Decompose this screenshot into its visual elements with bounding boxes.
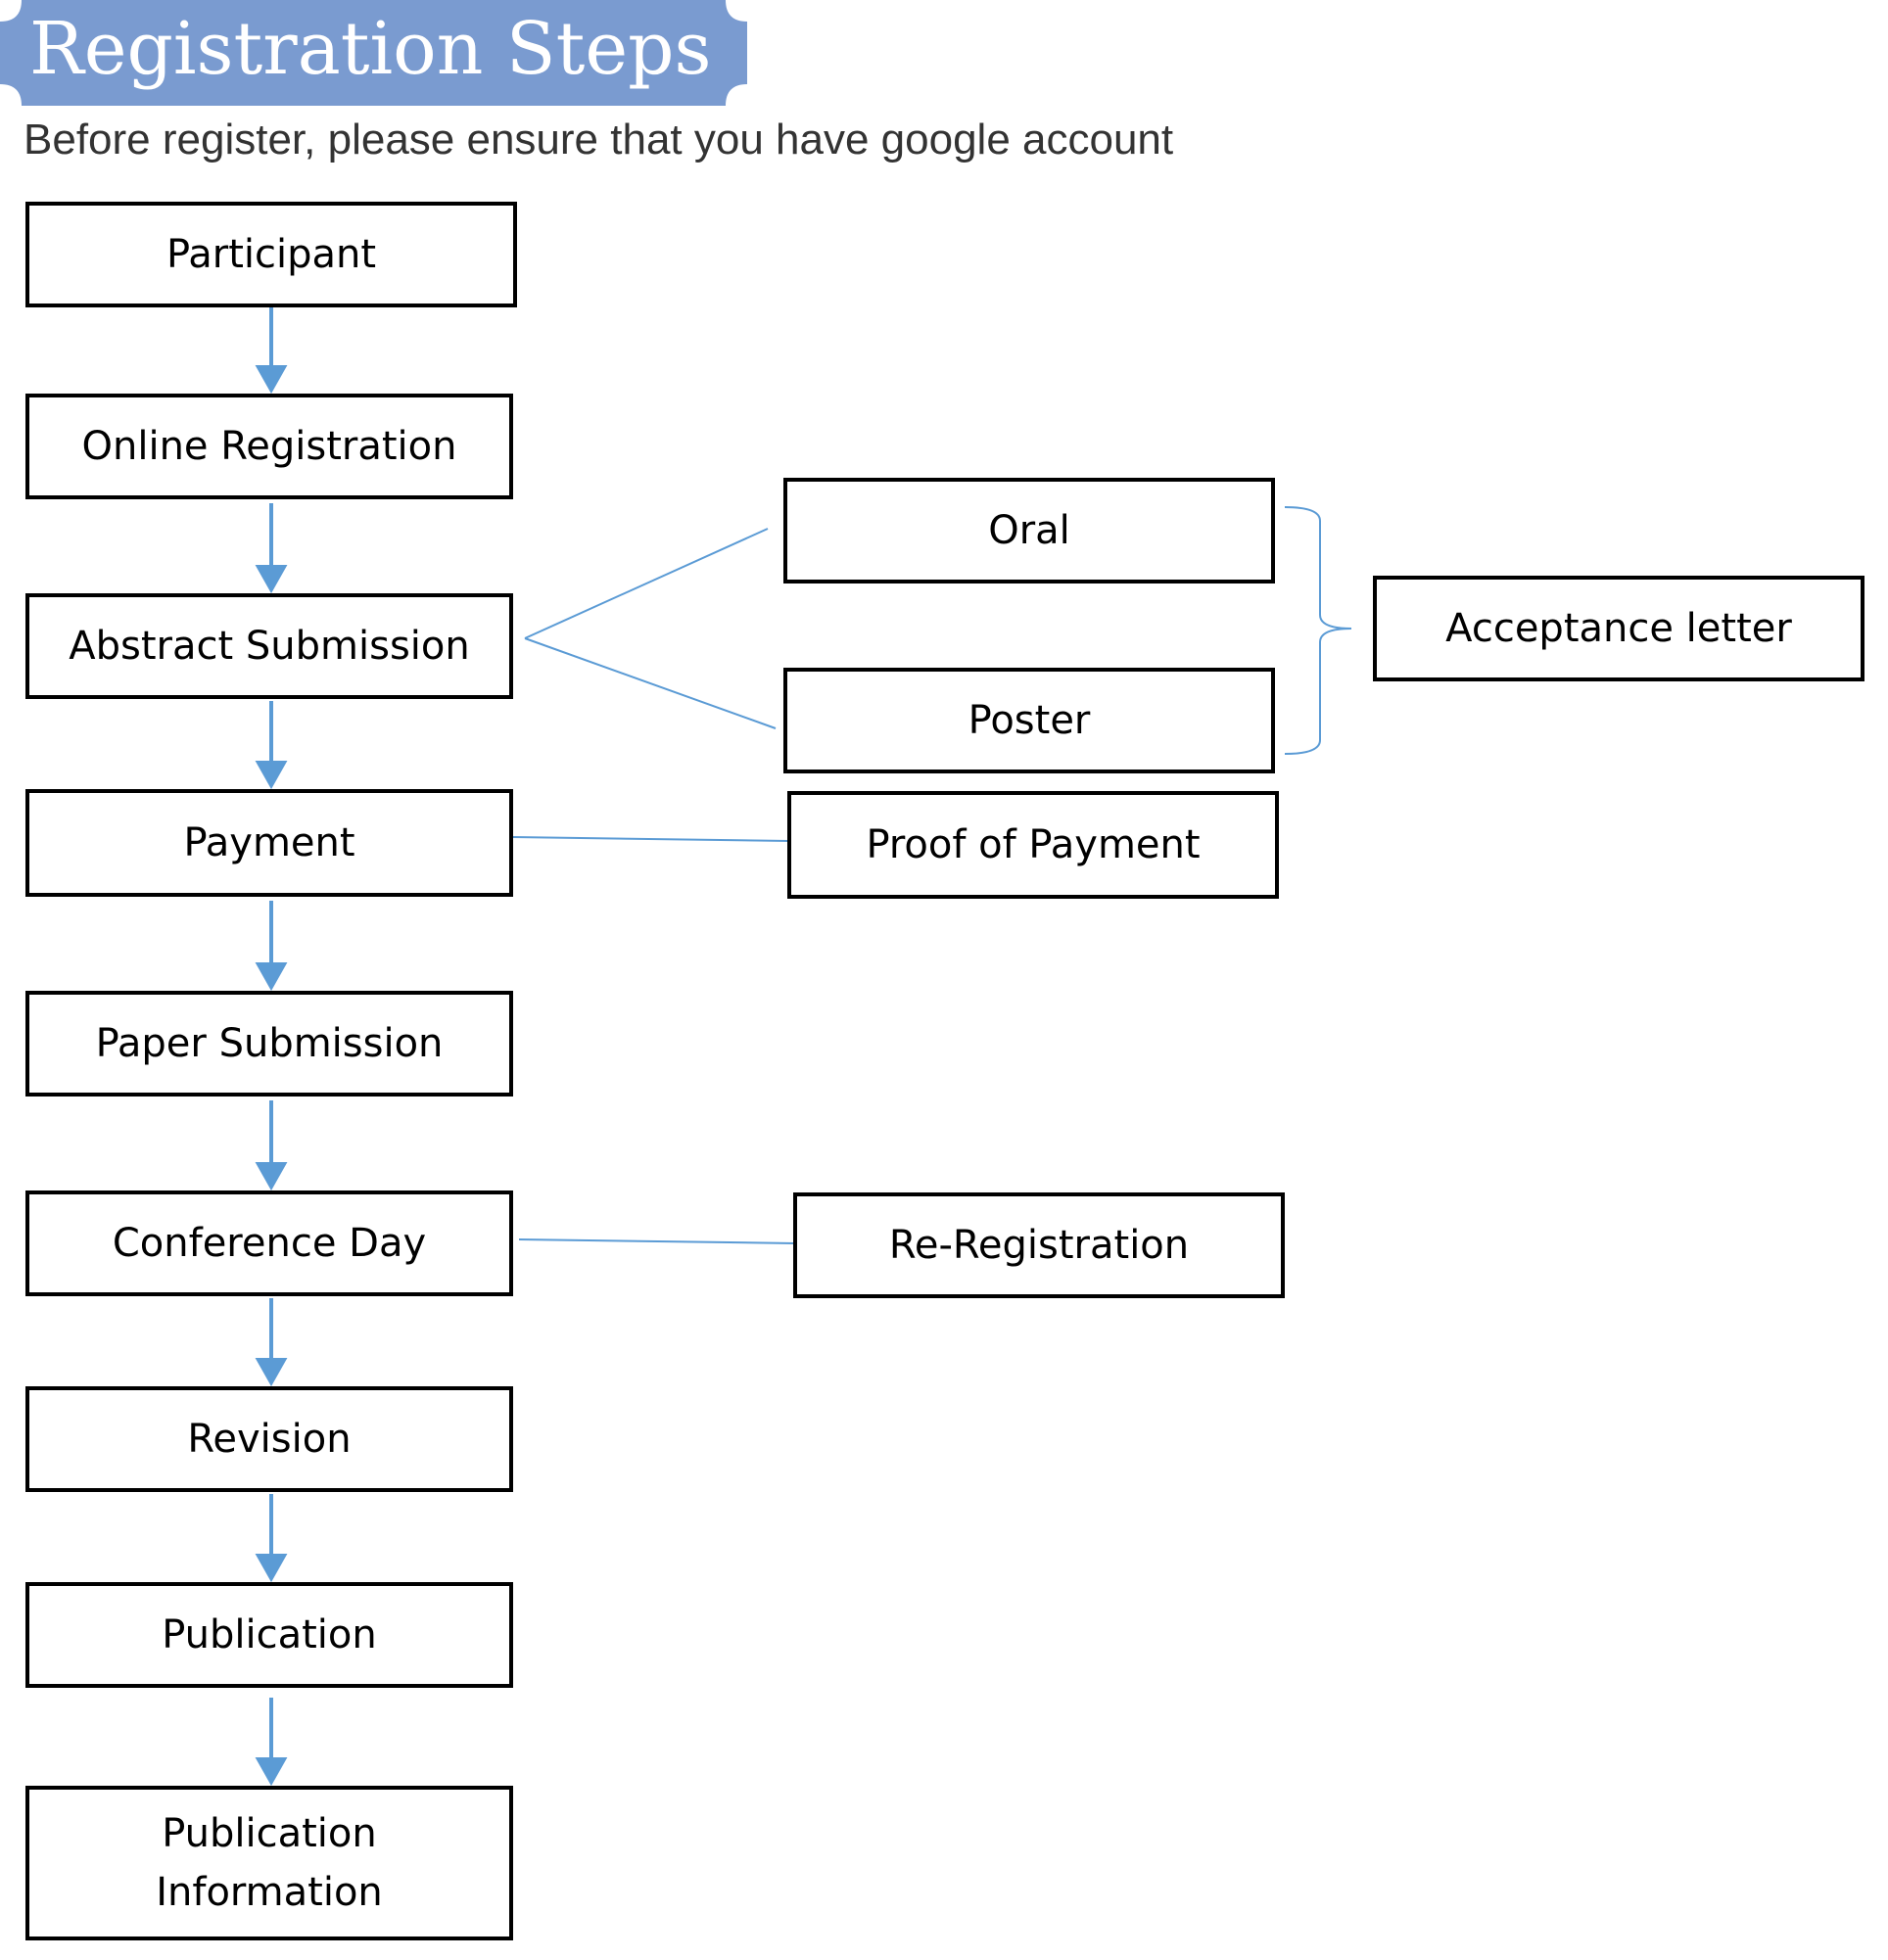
step-label: Revision xyxy=(187,1417,352,1462)
page-title: Registration Steps xyxy=(29,7,712,91)
step-participant: Participant xyxy=(25,202,517,307)
box-label: Re-Registration xyxy=(888,1223,1190,1268)
box-acceptance-letter: Acceptance letter xyxy=(1373,576,1864,681)
step-label: Participant xyxy=(165,232,377,277)
branch-lines xyxy=(512,506,1352,1244)
flow-arrows xyxy=(255,303,288,1787)
box-label: Oral xyxy=(988,508,1070,553)
step-label: Publication Information xyxy=(156,1811,383,1915)
step-label: Online Registration xyxy=(81,424,457,469)
step-publication-information: Publication Information xyxy=(25,1786,513,1940)
box-poster: Poster xyxy=(783,668,1275,773)
step-label: Publication xyxy=(162,1612,377,1657)
step-abstract-submission: Abstract Submission xyxy=(25,593,513,699)
step-conference-day: Conference Day xyxy=(25,1190,513,1296)
box-re-registration: Re-Registration xyxy=(793,1192,1285,1298)
step-payment: Payment xyxy=(25,789,513,897)
step-publication: Publication xyxy=(25,1582,513,1688)
step-label: Paper Submission xyxy=(95,1021,444,1066)
box-proof-of-payment: Proof of Payment xyxy=(787,791,1279,899)
box-label: Proof of Payment xyxy=(866,822,1201,867)
title-banner-shape xyxy=(0,0,747,106)
box-oral: Oral xyxy=(783,478,1275,583)
page-subtitle: Before register, please ensure that you … xyxy=(24,116,1174,163)
step-online-registration: Online Registration xyxy=(25,394,513,499)
step-label: Abstract Submission xyxy=(69,624,470,669)
step-revision: Revision xyxy=(25,1386,513,1492)
step-paper-submission: Paper Submission xyxy=(25,991,513,1097)
step-label: Payment xyxy=(183,820,355,865)
box-label: Poster xyxy=(968,698,1091,743)
step-label: Conference Day xyxy=(112,1221,427,1266)
box-label: Acceptance letter xyxy=(1445,606,1792,651)
